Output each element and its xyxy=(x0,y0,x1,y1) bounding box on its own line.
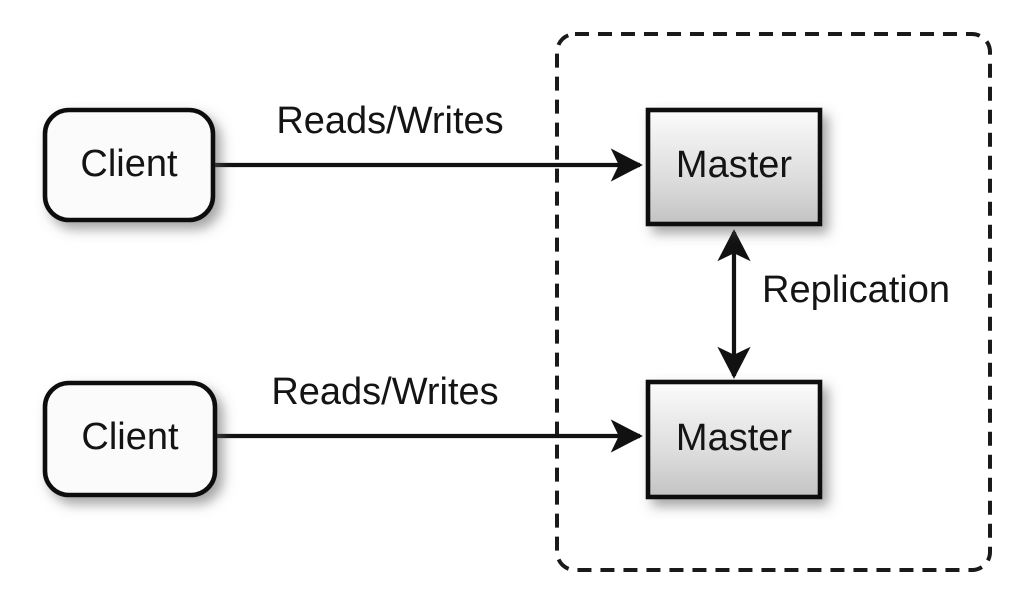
edge-client-top-to-master-top: Reads/Writes xyxy=(213,100,643,182)
master-top-label: Master xyxy=(676,144,792,186)
client-bottom-box[interactable] xyxy=(42,380,218,498)
node-master-top[interactable]: Master xyxy=(645,107,823,227)
edge-label-reads-writes-top: Reads/Writes xyxy=(276,100,503,142)
edge-client-bottom-to-master-bottom: Reads/Writes xyxy=(215,371,643,453)
node-master-bottom[interactable]: Master xyxy=(645,379,823,500)
edge-label-reads-writes-bottom: Reads/Writes xyxy=(271,371,498,413)
edge-label-replication: Replication xyxy=(762,269,950,311)
client-top-label: Client xyxy=(80,143,178,185)
master-bottom-box[interactable] xyxy=(645,379,823,500)
master-bottom-label: Master xyxy=(676,417,792,459)
master-top-box[interactable] xyxy=(645,107,823,227)
edge-master-replication: Replication xyxy=(717,229,950,379)
client-top-box[interactable] xyxy=(42,107,216,223)
node-client-bottom[interactable]: Client xyxy=(42,380,218,498)
client-bottom-label: Client xyxy=(81,416,179,458)
node-client-top[interactable]: Client xyxy=(42,107,216,223)
replication-cluster-boundary xyxy=(555,32,992,572)
